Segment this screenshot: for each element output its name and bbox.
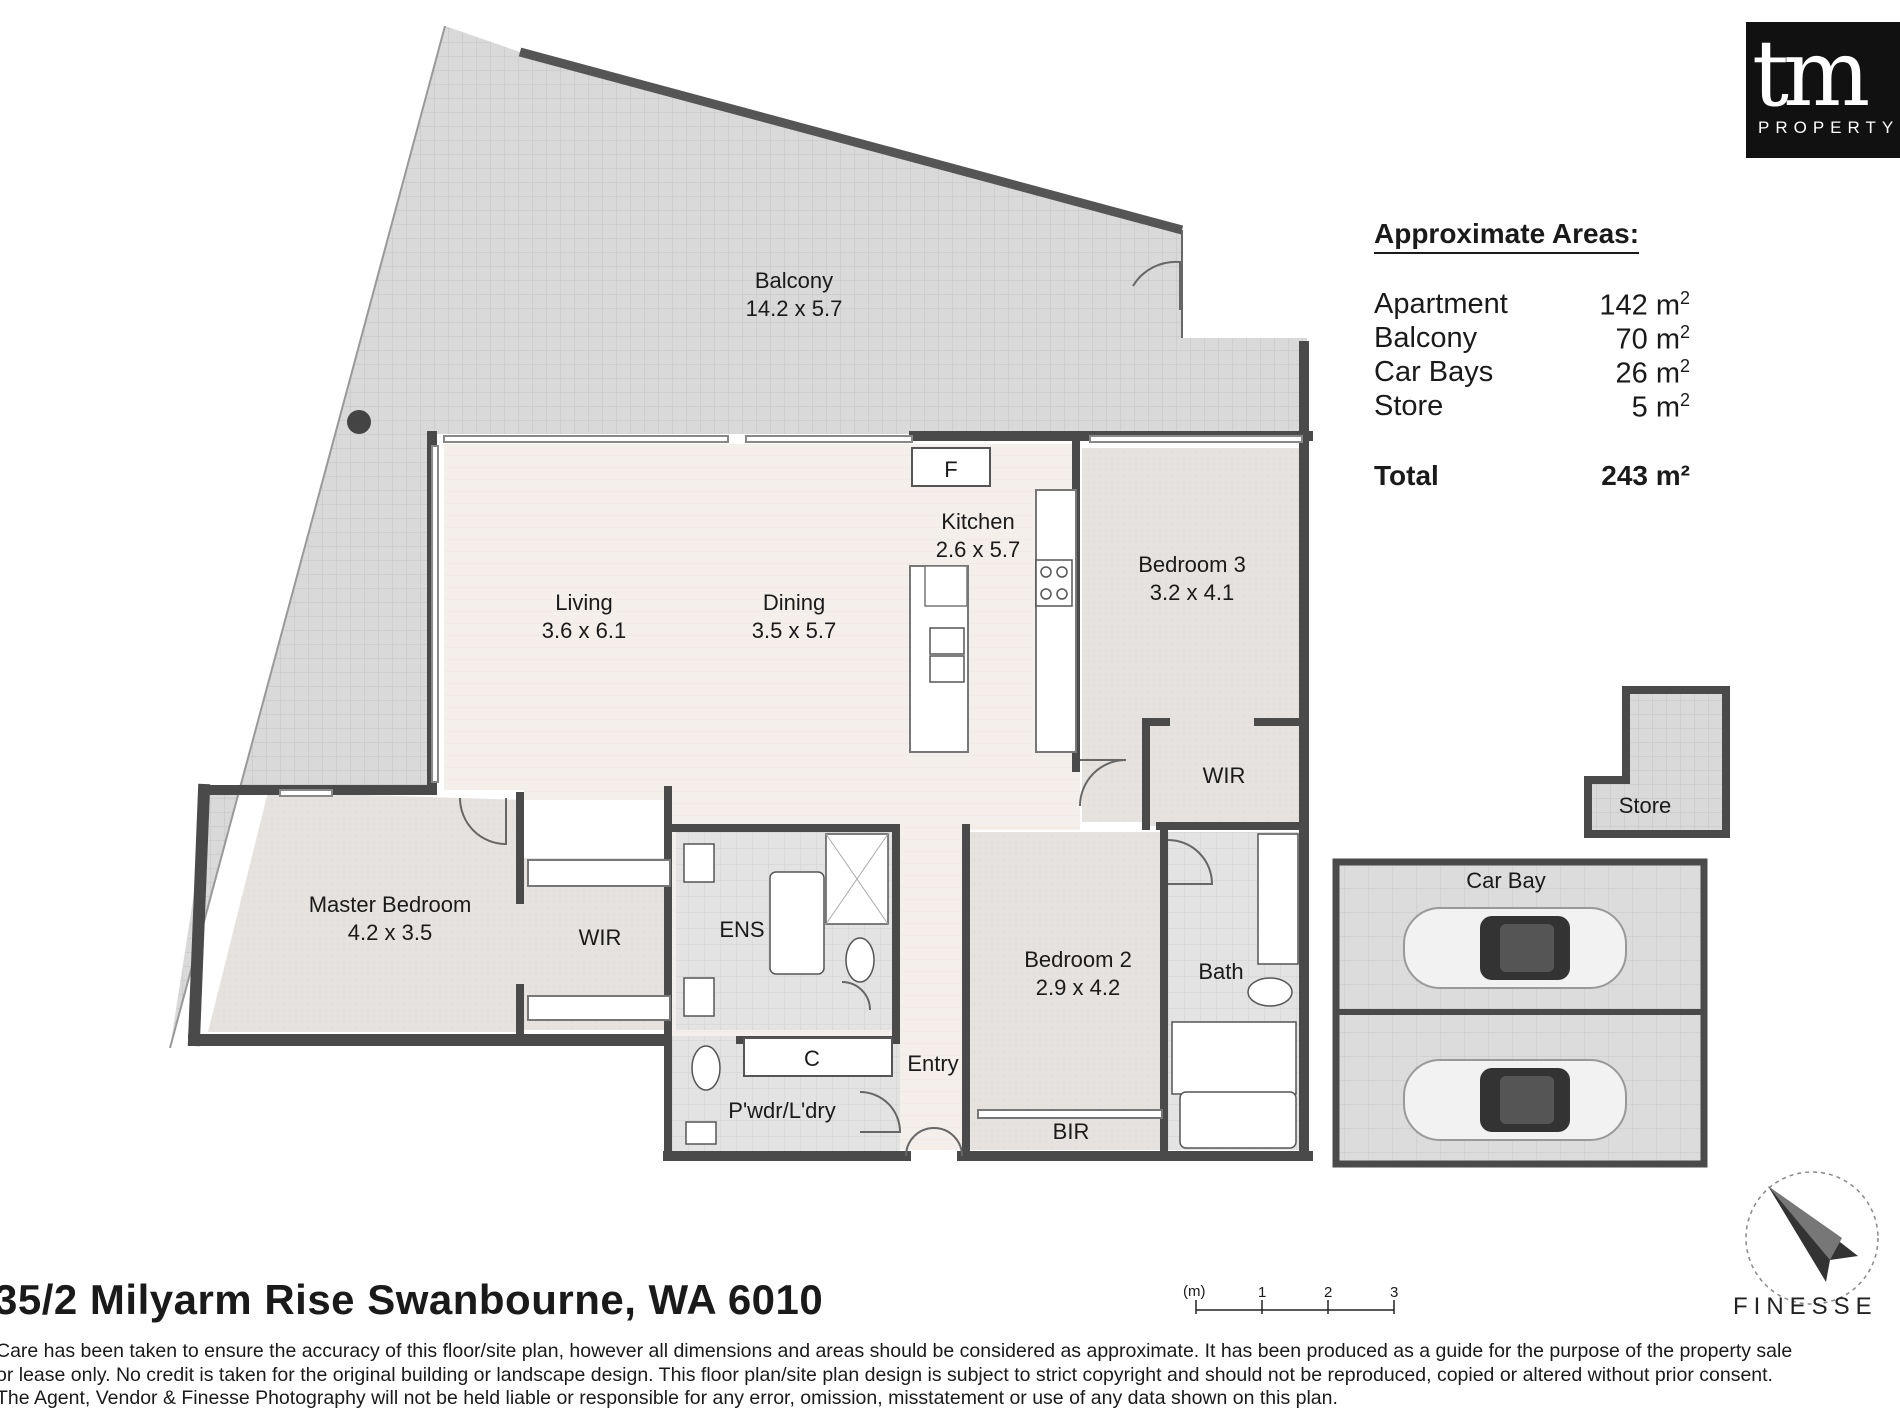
area-value: 5 m2 bbox=[1632, 390, 1690, 425]
carbay-label: Car Bay bbox=[1466, 868, 1545, 893]
master-floor bbox=[208, 792, 524, 1032]
car-icon bbox=[1403, 1059, 1627, 1141]
living-name: Living bbox=[555, 590, 612, 615]
scale-tick-3: 3 bbox=[1390, 1284, 1399, 1301]
door-swings bbox=[459, 759, 1214, 1157]
scale-unit: (m) bbox=[1183, 1283, 1206, 1300]
cooktop bbox=[1035, 559, 1073, 607]
area-unit-sup: 2 bbox=[1679, 322, 1690, 342]
bir-robe bbox=[977, 1109, 1163, 1119]
kitchen-name: Kitchen bbox=[941, 509, 1014, 534]
kitchen-bench bbox=[1035, 489, 1077, 753]
cupboard bbox=[743, 1037, 893, 1077]
area-value-text: 142 m bbox=[1599, 289, 1680, 322]
wir-bed3-label: WIR bbox=[1203, 763, 1246, 788]
bedroom3-name: Bedroom 3 bbox=[1138, 552, 1246, 577]
living-dims: 3.6 x 6.1 bbox=[542, 618, 626, 643]
pwdr-label: P'wdr/L'dry bbox=[728, 1098, 835, 1123]
compass-icon bbox=[1745, 1171, 1879, 1305]
scale-tick-2: 2 bbox=[1324, 1284, 1333, 1301]
logo-word: PROPERTY bbox=[1758, 118, 1900, 137]
balcony-door-swing bbox=[1132, 260, 1181, 310]
area-total-value: 243 m² bbox=[1601, 460, 1690, 491]
balcony-dims: 14.2 x 5.7 bbox=[746, 296, 843, 321]
logo-mark: tm bbox=[1752, 20, 1870, 127]
balcony-floor bbox=[170, 26, 1307, 1048]
bir-label: BIR bbox=[1053, 1119, 1090, 1144]
bedroom2-name: Bedroom 2 bbox=[1024, 947, 1132, 972]
ens-label: ENS bbox=[719, 917, 764, 942]
dining-dims: 3.5 x 5.7 bbox=[752, 618, 836, 643]
car-icon bbox=[1403, 907, 1627, 989]
bedroom2-floor bbox=[970, 832, 1164, 1150]
area-value-text: 26 m bbox=[1615, 357, 1680, 390]
entry-label: Entry bbox=[907, 1051, 958, 1076]
balcony-name: Balcony bbox=[755, 268, 833, 293]
master-name: Master Bedroom bbox=[309, 892, 472, 917]
dining-name: Dining bbox=[763, 590, 825, 615]
balcony-edge-wall bbox=[518, 47, 1184, 235]
bedroom2-dims: 2.9 x 4.2 bbox=[1036, 975, 1120, 1000]
tm-property-logo: tm PROPERTY bbox=[1746, 22, 1900, 158]
cupboard-label: C bbox=[804, 1046, 820, 1071]
store-label: Store bbox=[1619, 793, 1672, 818]
fridge-label: F bbox=[944, 457, 957, 482]
scale-tick-1: 1 bbox=[1258, 1284, 1267, 1301]
area-total-label: Total bbox=[1374, 460, 1439, 491]
area-name: Balcony bbox=[1374, 322, 1478, 354]
toilet-icon bbox=[845, 937, 875, 983]
wir-master-label: WIR bbox=[579, 925, 622, 950]
vanity-icon bbox=[683, 843, 715, 883]
disclaimer: Care has been taken to ensure the accura… bbox=[0, 1340, 1896, 1411]
area-name: Apartment bbox=[1374, 288, 1508, 320]
kitchen-dims: 2.6 x 5.7 bbox=[936, 537, 1020, 562]
store-floor bbox=[1588, 690, 1726, 834]
area-unit-sup: 2 bbox=[1679, 390, 1690, 410]
finesse-wordmark: FINESSE bbox=[1733, 1293, 1878, 1320]
drain-icon bbox=[347, 410, 371, 434]
bath-label: Bath bbox=[1198, 959, 1243, 984]
wir-bed3-floor bbox=[1148, 722, 1300, 826]
area-value: 70 m2 bbox=[1616, 322, 1691, 357]
area-value: 142 m2 bbox=[1599, 288, 1690, 323]
bathtub-icon bbox=[769, 871, 825, 975]
bath-tub-icon bbox=[1179, 1091, 1297, 1149]
wir-shelf bbox=[527, 859, 671, 887]
area-value-text: 5 m bbox=[1631, 391, 1680, 424]
area-unit-sup: 2 bbox=[1679, 356, 1690, 376]
areas-title: Approximate Areas: bbox=[1374, 218, 1640, 254]
area-value-text: 70 m bbox=[1615, 323, 1680, 356]
disclaimer-line: Care has been taken to ensure the accura… bbox=[0, 1340, 1793, 1362]
area-unit-sup: 2 bbox=[1679, 288, 1690, 308]
master-dims: 4.2 x 3.5 bbox=[348, 920, 432, 945]
windows bbox=[279, 435, 1303, 797]
disclaimer-line: or lease only. No credit is taken for th… bbox=[0, 1363, 1773, 1386]
scale-bar bbox=[1195, 1300, 1395, 1314]
property-address: 35/2 Milyarm Rise Swanbourne, WA 6010 bbox=[0, 1276, 824, 1323]
fridge bbox=[911, 447, 991, 487]
sink-icon bbox=[929, 627, 965, 655]
area-name: Store bbox=[1374, 390, 1444, 422]
bedroom3-dims: 3.2 x 4.1 bbox=[1150, 580, 1234, 605]
area-value: 26 m2 bbox=[1616, 356, 1691, 391]
area-name: Car Bays bbox=[1374, 356, 1494, 388]
store-walls bbox=[1584, 686, 1730, 838]
disclaimer-line: The Agent, Vendor & Finesse Photography … bbox=[0, 1387, 1338, 1409]
wir-shelf-2 bbox=[527, 995, 671, 1021]
